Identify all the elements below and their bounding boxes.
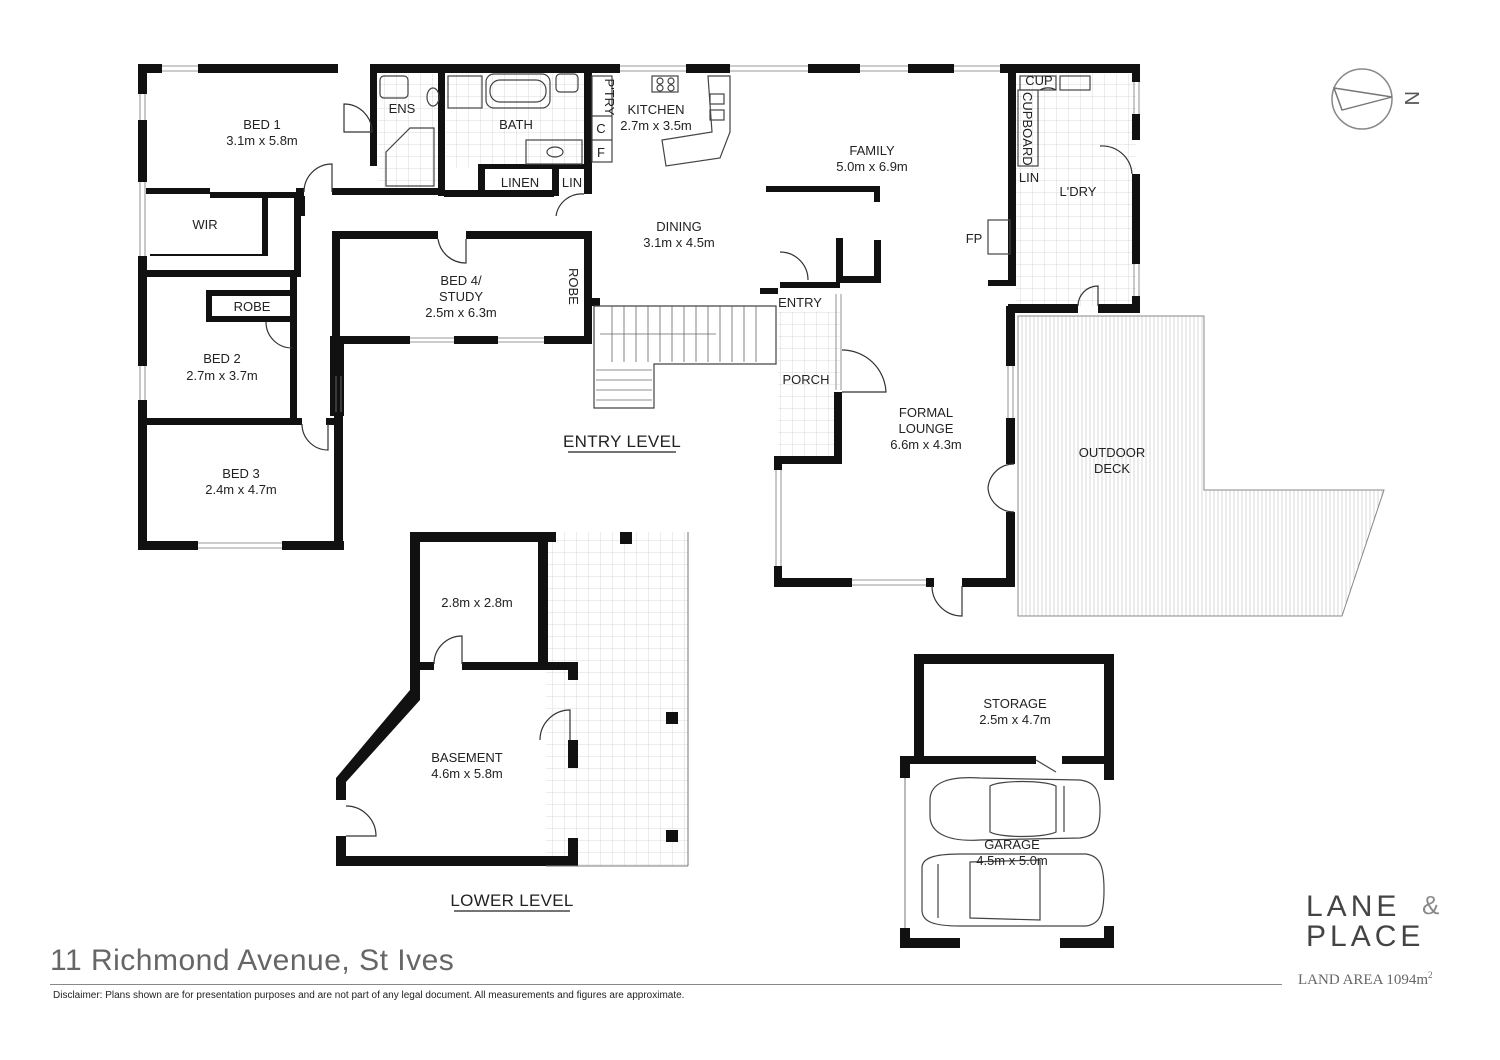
logo-ampersand: & <box>1422 890 1440 920</box>
room-label: LIN <box>562 175 582 190</box>
room-label: BED 4/ <box>440 273 482 288</box>
car-icon <box>921 853 1105 927</box>
room-label: CUPBOARD <box>1020 92 1035 166</box>
room-dim: 4.6m x 5.8m <box>431 766 503 781</box>
porch-floor <box>778 312 840 458</box>
footer-divider <box>50 984 1282 985</box>
land-area-unit-sup: 2 <box>1428 970 1433 980</box>
room-label: BED 2 <box>203 351 241 366</box>
room-label: CUP <box>1025 73 1052 88</box>
room-label: STUDY <box>439 289 483 304</box>
laundry-floor <box>1016 74 1136 306</box>
ensuite-floor <box>378 74 442 190</box>
room-label: LINEN <box>501 175 539 190</box>
room-label: C <box>596 121 605 136</box>
room-dim: 2.7m x 3.7m <box>186 368 258 383</box>
garage-walls <box>900 654 1114 948</box>
room-label: F <box>597 145 605 160</box>
room-label: GARAGE <box>984 837 1040 852</box>
logo-line-2: PLACE <box>1306 920 1425 953</box>
lower-level-walls <box>336 532 689 867</box>
bath-floor <box>446 74 584 168</box>
room-label: PORCH <box>783 372 830 387</box>
room-label: DINING <box>656 219 702 234</box>
lower-terrace-floor <box>546 532 688 866</box>
room-dim: 2.7m x 3.5m <box>620 118 692 133</box>
room-label: LOUNGE <box>899 421 954 436</box>
land-area: LAND AREA 1094m2 <box>1298 970 1433 989</box>
room-label: ENTRY <box>778 295 822 310</box>
room-labels: BED 1 3.1m x 5.8m ENS BATH LINEN LIN P'T… <box>186 73 1145 868</box>
room-label: BED 1 <box>243 117 281 132</box>
room-dim: 2.4m x 4.7m <box>205 482 277 497</box>
room-label: ROBE <box>566 268 581 305</box>
room-label: ROBE <box>234 299 271 314</box>
property-address: 11 Richmond Avenue, St Ives <box>50 944 455 977</box>
room-label: L'DRY <box>1060 184 1097 199</box>
room-label: OUTDOOR <box>1079 445 1145 460</box>
level-title-entry: ENTRY LEVEL <box>563 432 681 451</box>
room-label: ENS <box>389 101 416 116</box>
agency-logo: LANE & PLACE <box>1306 890 1456 953</box>
outdoor-deck <box>1017 315 1385 617</box>
fixtures <box>139 65 1140 617</box>
level-title-lower: LOWER LEVEL <box>450 891 573 910</box>
entry-level-walls <box>138 64 1140 587</box>
north-arrow-icon <box>1331 68 1393 130</box>
disclaimer-text: Disclaimer: Plans shown are for presenta… <box>53 990 685 1001</box>
room-label: LIN <box>1019 170 1039 185</box>
land-area-text: LAND AREA 1094m <box>1298 972 1429 988</box>
logo-line-1: LANE <box>1306 890 1401 923</box>
room-label: DECK <box>1094 461 1130 476</box>
room-label: P'TRY <box>602 79 617 116</box>
room-label: KITCHEN <box>627 102 684 117</box>
room-label: BASEMENT <box>431 750 503 765</box>
room-dim: 2.8m x 2.8m <box>441 595 513 610</box>
compass-label: N <box>1400 91 1422 105</box>
room-dim: 2.5m x 6.3m <box>425 305 497 320</box>
room-label: FAMILY <box>849 143 895 158</box>
room-label: WIR <box>192 217 217 232</box>
room-dim: 5.0m x 6.9m <box>836 159 908 174</box>
room-label: STORAGE <box>983 696 1047 711</box>
room-label: BATH <box>499 117 533 132</box>
room-dim: 6.6m x 4.3m <box>890 437 962 452</box>
car-icon <box>929 777 1101 841</box>
room-label: BED 3 <box>222 466 260 481</box>
room-label: FORMAL <box>899 405 953 420</box>
room-dim: 3.1m x 4.5m <box>643 235 715 250</box>
room-dim: 3.1m x 5.8m <box>226 133 298 148</box>
room-label: FP <box>966 231 983 246</box>
room-dim: 4.5m x 5.0m <box>976 853 1048 868</box>
room-dim: 2.5m x 4.7m <box>979 712 1051 727</box>
